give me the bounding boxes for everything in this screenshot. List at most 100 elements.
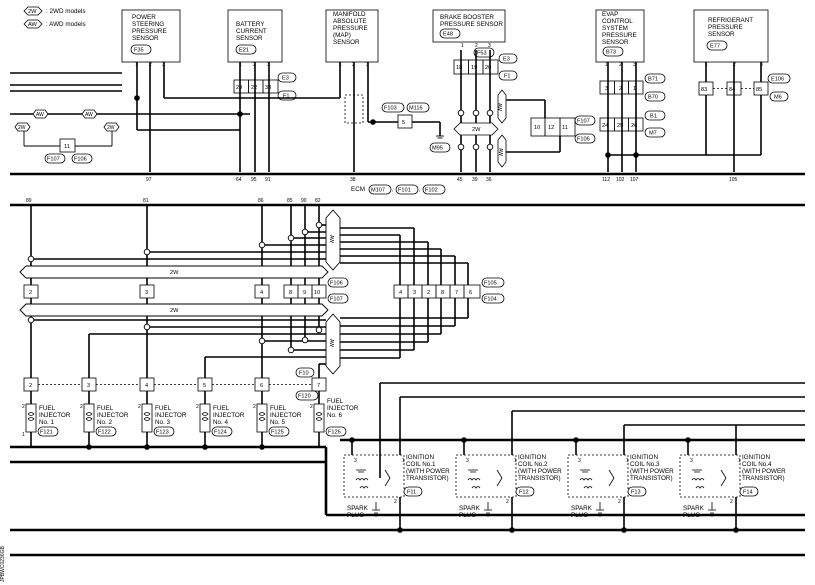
ref-line-2: PRESSURE — [708, 24, 743, 31]
svg-text:2: 2 — [138, 404, 141, 410]
ecm-pin-91: 91 — [265, 177, 271, 183]
evap-b1: B1 — [650, 114, 657, 120]
map-m116-badge — [406, 102, 430, 113]
2w-bar-upper — [19, 265, 329, 279]
svg-text:F124: F124 — [214, 430, 227, 436]
svg-text:F13: F13 — [631, 490, 641, 496]
ecm-pin-112: 112 — [602, 177, 610, 183]
ecm-pin-36: 36 — [486, 177, 492, 183]
map-sensor-box — [325, 9, 379, 63]
ecm-pin-90: 90 — [301, 198, 307, 204]
evap-pin-2: 2 — [619, 62, 622, 68]
top-junctions — [134, 95, 639, 158]
brake-f53: F53 — [477, 51, 487, 57]
svg-text:(WITH POWER: (WITH POWER — [742, 468, 786, 475]
aw-bar-upper-text: AW — [328, 235, 334, 243]
left-aw-badge-1 — [32, 109, 49, 119]
map-line-2: ABSOLUTE — [333, 18, 367, 25]
bat-connector: E21 — [239, 48, 249, 54]
2w-bar-lower-text: 2W — [170, 308, 179, 314]
mid-j-8: 8 — [441, 290, 444, 296]
map-m95-badge — [429, 142, 451, 153]
coil-icon — [315, 412, 323, 421]
svg-text:F126: F126 — [328, 430, 341, 436]
ecm-f102-badge — [422, 184, 446, 195]
svg-text:2: 2 — [196, 404, 199, 410]
map-line-3: PRESSURE — [333, 25, 368, 32]
brake-aw-upper-text: AW — [496, 103, 502, 111]
bat-joint-block — [233, 79, 279, 94]
injectors: 2 1 FUEL INJECTOR No. 1 F121 2 FUEL INJE… — [22, 398, 359, 438]
left-2w-badge-1 — [14, 122, 31, 132]
row3-f10: F10 — [299, 371, 309, 377]
ref-m6: M6 — [774, 95, 782, 101]
spark-plug-icon — [708, 502, 716, 517]
ref-connector: E77 — [710, 44, 720, 50]
svg-text:IGNITION: IGNITION — [630, 454, 658, 461]
left-f106: F106 — [74, 157, 87, 163]
aw-bar-lower-text: AW — [328, 339, 334, 347]
svg-text:FUEL: FUEL — [97, 405, 114, 412]
row1-j8-10 — [283, 284, 327, 299]
evap-b70-badge — [644, 91, 666, 102]
mid-j-7: 7 — [455, 290, 458, 296]
evap-connector-badge — [602, 46, 624, 57]
svg-text:FUEL: FUEL — [270, 405, 287, 412]
bat-label-e3-badge — [277, 72, 297, 83]
svg-text:TRANSISTOR): TRANSISTOR) — [630, 475, 673, 482]
brake-2w-bar — [453, 122, 499, 136]
svg-text:F125: F125 — [271, 430, 284, 436]
svg-text:IGNITION: IGNITION — [742, 454, 770, 461]
spark-plug-icon — [372, 502, 380, 517]
spark-plug-icon — [596, 502, 604, 517]
ecm-f102: F102 — [425, 188, 438, 194]
fuel-injector-6: 2 FUEL INJECTOR No. 6 F126 — [310, 398, 359, 437]
svg-text:2: 2 — [730, 499, 733, 505]
bat-label-e3: E3 — [282, 76, 289, 82]
2w-bar-upper-text: 2W — [170, 270, 179, 276]
svg-text:SPARK: SPARK — [347, 505, 369, 512]
evap-j1-b: 2 — [619, 86, 622, 92]
brake-booster-pressure-sensor: BRAKE BOOSTER PRESSURE SENSOR E48 1 2 3 … — [432, 9, 518, 81]
mid-j-4: 4 — [399, 290, 402, 296]
ignition-coil-1: 3 1 2 IGNITION COIL No.1 (WITH POWER TRA… — [343, 454, 450, 519]
ecm-label: ECM M107 , F101 , F102 — [351, 184, 446, 195]
svg-text:,: , — [419, 187, 421, 193]
brake-2w-text: 2W — [472, 127, 481, 133]
svg-text:PLUG: PLUG — [571, 512, 588, 519]
svg-text:INJECTOR: INJECTOR — [97, 412, 129, 419]
ecm-pin-102: 102 — [616, 177, 625, 183]
ignition-coil-2: 3 1 2 IGNITION COIL No.2 (WITH POWER TRA… — [455, 454, 562, 519]
row3-f10-badge — [295, 367, 315, 378]
map-sensor: MANIFOLD ABSOLUTE PRESSURE (MAP) SENSOR … — [325, 9, 379, 124]
left-f107-badge — [44, 153, 66, 164]
svg-text:IGNITION: IGNITION — [518, 454, 546, 461]
svg-text:INJECTOR: INJECTOR — [270, 412, 302, 419]
aw-bar-upper — [325, 209, 341, 271]
legend: 2W : 2WD models AW : AWD models — [23, 6, 86, 29]
svg-text:COIL No.3: COIL No.3 — [630, 461, 660, 468]
mid-j-2: 2 — [427, 290, 430, 296]
row1-f106-badge — [327, 277, 349, 288]
brake-connector-badge — [439, 28, 461, 39]
evap-m7-badge — [644, 127, 666, 138]
ignition-coils: 3 1 2 IGNITION COIL No.1 (WITH POWER TRA… — [343, 454, 786, 519]
transistor-icon — [355, 469, 391, 489]
brake-joint-3: 20 — [485, 65, 491, 71]
ecm-pin-38: 38 — [350, 177, 356, 183]
bat-connector-badge — [235, 44, 257, 55]
row1-j3-num: 3 — [145, 290, 148, 296]
evap-line-4: PRESSURE — [602, 32, 637, 39]
brake-f106: F106 — [577, 137, 590, 143]
transistor-icon — [467, 469, 503, 489]
brake-j2-a: 10 — [534, 125, 540, 131]
transistor-icon — [691, 469, 727, 489]
ecm-m107-badge — [368, 184, 392, 195]
svg-text:3: 3 — [466, 458, 469, 464]
coil-icon — [27, 412, 35, 421]
left-aw-text-2: AW — [85, 112, 93, 118]
left-2w-text-1: 2W — [18, 125, 26, 131]
svg-text:1: 1 — [22, 432, 25, 438]
ref-line-3: SENSOR — [708, 31, 735, 38]
evap-line-2: CONTROL — [602, 18, 633, 25]
